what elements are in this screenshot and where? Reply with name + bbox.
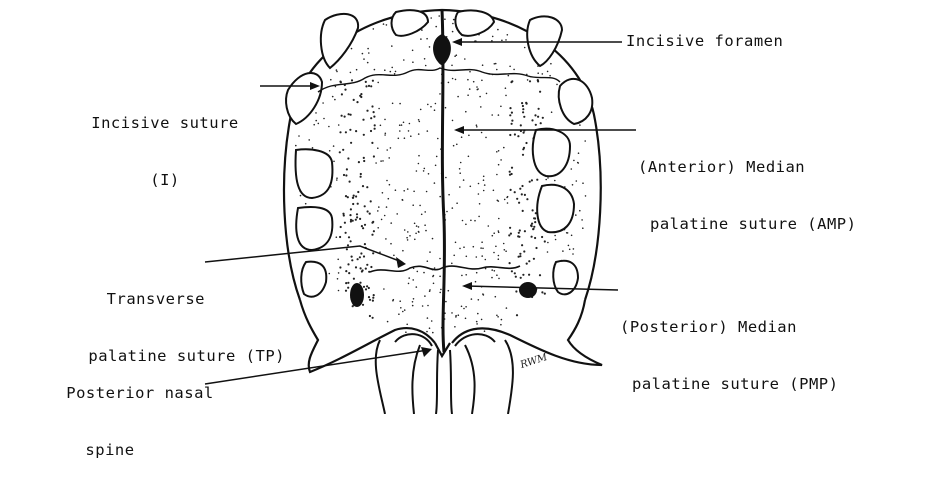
label-incisive-suture-line2: (I)	[70, 171, 260, 190]
label-posterior-nasal-line2: spine	[40, 441, 240, 460]
label-posterior-median-line1: (Posterior) Median	[620, 318, 838, 337]
label-posterior-nasal-line1: Posterior nasal	[40, 384, 240, 403]
label-posterior-nasal-spine: Posterior nasal spine	[40, 346, 240, 498]
label-anterior-median-suture: (Anterior) Median palatine suture (AMP)	[638, 120, 856, 272]
label-incisive-suture-line1: Incisive suture	[70, 114, 260, 133]
label-incisive-foramen: Incisive foramen	[626, 32, 783, 51]
label-transverse-line1: Transverse	[0, 290, 285, 309]
label-anterior-median-line2: palatine suture (AMP)	[638, 215, 856, 234]
label-anterior-median-line1: (Anterior) Median	[638, 158, 856, 177]
palate-diagram: Incisive foramen Incisive suture (I) (An…	[0, 0, 936, 414]
label-posterior-median-suture: (Posterior) Median palatine suture (PMP)	[620, 280, 838, 432]
label-incisive-suture: Incisive suture (I)	[70, 76, 260, 228]
label-posterior-median-line2: palatine suture (PMP)	[620, 375, 838, 394]
